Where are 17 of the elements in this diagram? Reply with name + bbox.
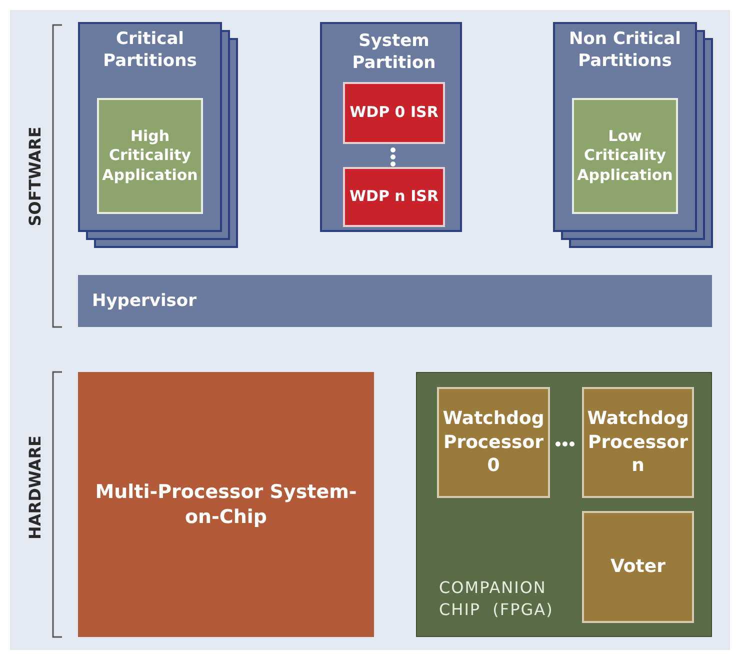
watchdog-box: Watchdog Processor n [582,387,694,498]
companion-chip-box [416,372,712,637]
partition-title: Non Critical Partitions [568,28,682,72]
watchdog-box: Watchdog Processor 0 [437,387,550,498]
hypervisor-bar: Hypervisor [78,275,712,327]
partition-title: System Partition [351,30,437,74]
watchdog-box: Voter [582,511,694,623]
processor-chip-box: Multi-Processor System-on-Chip [78,372,374,637]
section-label: SOFTWARE [25,126,44,226]
chip-label: COMPANION CHIP (FPGA) [439,577,554,621]
isr-box: WDP 0 ISR [343,82,445,144]
partition-title: Critical Partitions [102,28,198,72]
partition-box [320,22,462,232]
isr-box: WDP n ISR [343,167,445,227]
application-box: High Criticality Application [97,98,203,214]
application-box: Low Criticality Application [572,98,678,214]
section-label: HARDWARE [25,435,44,539]
